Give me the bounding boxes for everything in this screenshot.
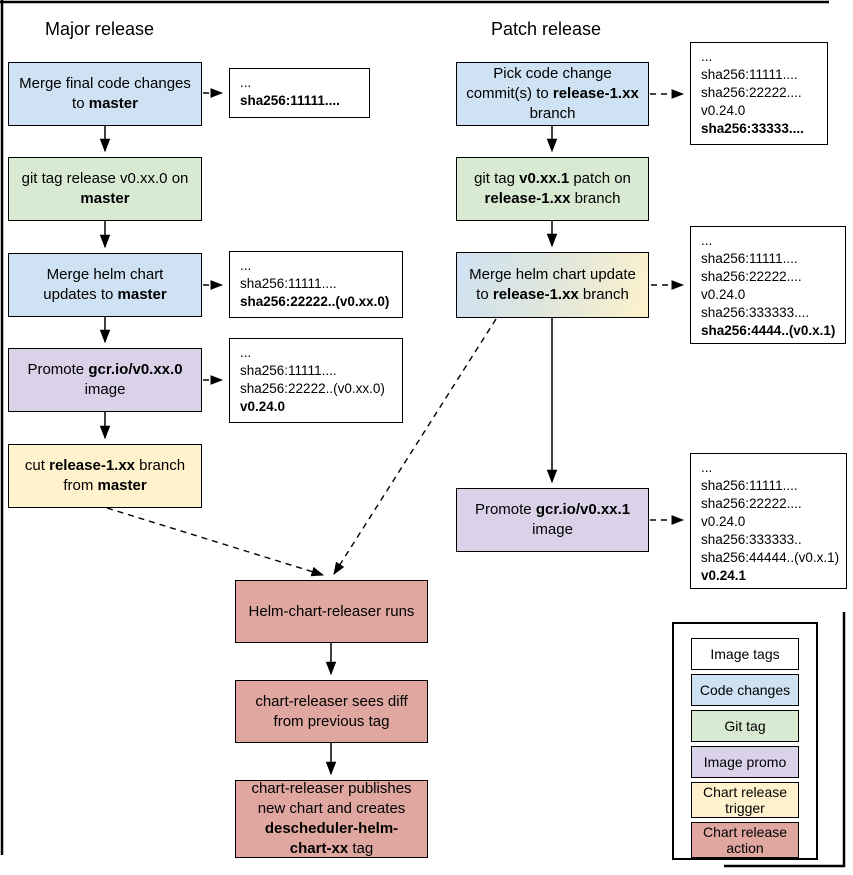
legend: Image tags Code changes Git tag Image pr… bbox=[672, 622, 818, 860]
node-pick-code-change: Pick code change commit(s) to release-1.… bbox=[456, 62, 649, 126]
node-label: Helm-chart-releaser runs bbox=[248, 602, 415, 620]
arrow-cut-branch-to-releaser bbox=[106, 507, 325, 577]
major-release-title: Major release bbox=[45, 19, 155, 39]
annotation-patch-3: ...sha256:11111....sha256:22222....v0.24… bbox=[690, 453, 847, 589]
legend-item-chart-release-action: Chart release action bbox=[691, 822, 799, 858]
node-label: Merge helm chart updates to master bbox=[43, 266, 167, 303]
node-cut-release-branch: cut release-1.xx branch from master bbox=[8, 444, 202, 508]
node-label: chart-releaser publishes new chart and c… bbox=[251, 780, 412, 857]
annotation-patch-2: ...sha256:11111....sha256:22222....v0.24… bbox=[690, 226, 846, 344]
node-promote-patch-image: Promote gcr.io/v0.xx.1 image bbox=[456, 488, 649, 552]
patch-release-title: Patch release bbox=[491, 19, 602, 39]
node-merge-helm-chart-update: Merge helm chart update to release-1.xx … bbox=[456, 252, 649, 318]
node-promote-image: Promote gcr.io/v0.xx.0 image bbox=[8, 348, 202, 412]
node-helm-chart-releaser-runs: Helm-chart-releaser runs bbox=[235, 580, 428, 643]
node-merge-final-code: Merge final code changes to master bbox=[8, 62, 202, 126]
node-label: cut release-1.xx branch from master bbox=[24, 457, 186, 494]
legend-item-git-tag: Git tag bbox=[691, 710, 799, 742]
node-git-tag-release: git tag release v0.xx.0 on master bbox=[8, 157, 202, 221]
node-label: Merge helm chart update to release-1.xx … bbox=[469, 266, 636, 303]
node-label: git tag release v0.xx.0 on master bbox=[21, 170, 189, 207]
annotation-major-3: ...sha256:11111....sha256:22222..(v0.xx.… bbox=[229, 338, 403, 423]
node-label: Promote gcr.io/v0.xx.0 image bbox=[27, 361, 183, 398]
legend-item-chart-release-trigger: Chart release trigger bbox=[691, 782, 799, 818]
node-chart-releaser-publishes: chart-releaser publishes new chart and c… bbox=[235, 780, 428, 858]
node-label: chart-releaser sees diff from previous t… bbox=[255, 692, 408, 730]
annotation-patch-1: ...sha256:11111....sha256:22222....v0.24… bbox=[690, 42, 828, 145]
annotation-major-2: ...sha256:11111....sha256:22222..(v0.xx.… bbox=[229, 251, 403, 318]
node-merge-helm-chart-updates: Merge helm chart updates to master bbox=[8, 253, 202, 317]
legend-item-code-changes: Code changes bbox=[691, 674, 799, 706]
node-label: Merge final code changes to master bbox=[19, 75, 191, 112]
legend-item-image-tags: Image tags bbox=[691, 638, 799, 670]
node-chart-releaser-sees-diff: chart-releaser sees diff from previous t… bbox=[235, 680, 428, 743]
node-label: git tag v0.xx.1 patch on release-1.xx br… bbox=[474, 170, 631, 207]
annotation-major-1: ...sha256:11111.... bbox=[229, 68, 370, 118]
node-git-tag-patch: git tag v0.xx.1 patch on release-1.xx br… bbox=[456, 157, 649, 221]
node-label: Promote gcr.io/v0.xx.1 image bbox=[474, 501, 631, 538]
node-label: Pick code change commit(s) to release-1.… bbox=[466, 65, 639, 122]
legend-item-image-promo: Image promo bbox=[691, 746, 799, 778]
